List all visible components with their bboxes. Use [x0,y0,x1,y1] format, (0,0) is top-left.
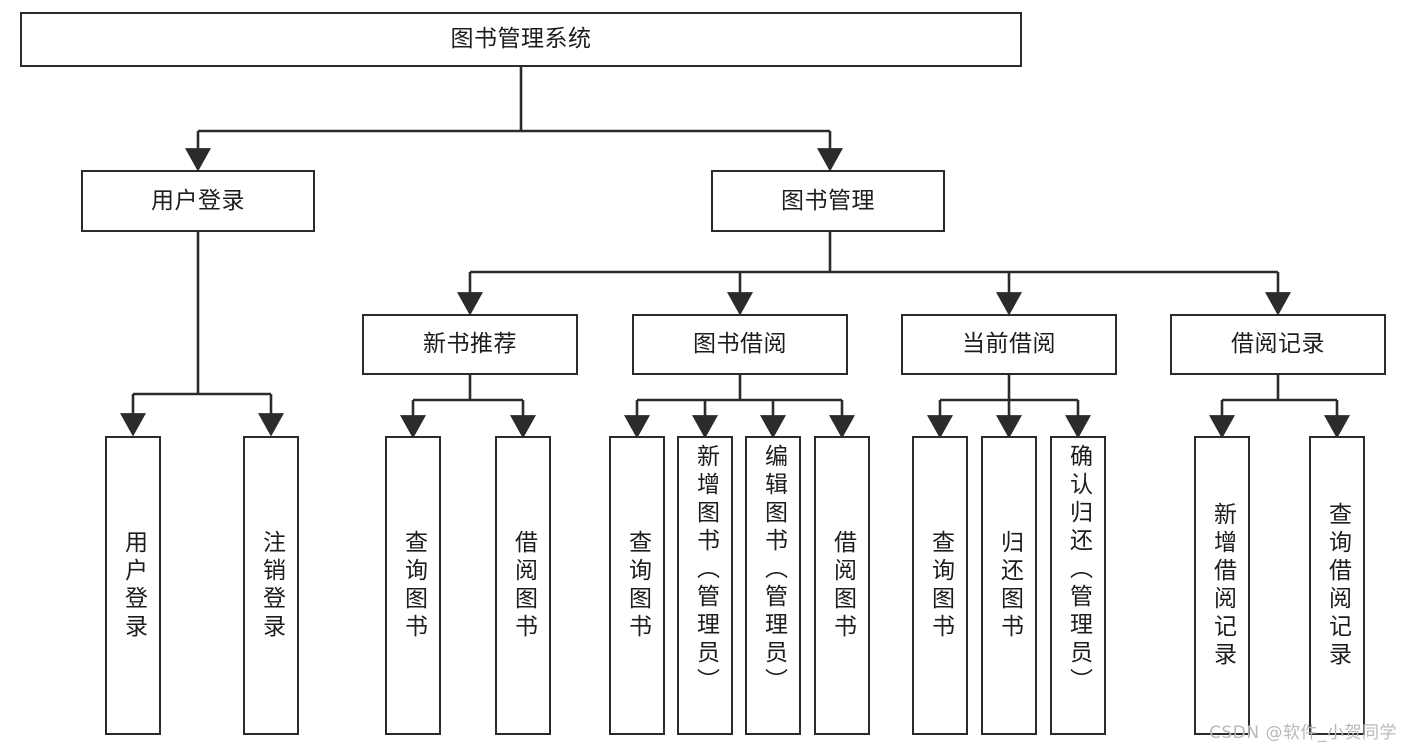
node-leaf-add-record-label: 新增借阅记录 [1209,501,1236,670]
node-leaf-borrow-book-2-label: 借阅图书 [829,529,856,642]
node-user-login[interactable]: 用户登录 [81,170,315,232]
node-leaf-logout-login-label: 注销登录 [258,529,285,642]
node-leaf-add-book-label: 新增图书（管理员） [692,444,719,696]
node-leaf-user-login[interactable]: 用户登录 [105,436,161,735]
node-leaf-query-book-1-label: 查询图书 [400,529,427,642]
node-leaf-return-book-label: 归还图书 [996,529,1023,642]
node-leaf-edit-book-label: 编辑图书（管理员） [760,444,787,696]
node-leaf-add-book[interactable]: 新增图书（管理员） [677,436,733,735]
node-leaf-user-login-label: 用户登录 [120,529,147,642]
node-leaf-query-book-3-label: 查询图书 [927,529,954,642]
node-book-borrow-label: 图书借阅 [693,331,787,358]
node-leaf-query-book-3[interactable]: 查询图书 [912,436,968,735]
node-leaf-logout-login[interactable]: 注销登录 [243,436,299,735]
node-user-login-label: 用户登录 [151,187,245,214]
node-book-borrow[interactable]: 图书借阅 [632,314,848,375]
node-new-book-recommend-label: 新书推荐 [423,331,517,358]
node-borrow-record[interactable]: 借阅记录 [1170,314,1386,375]
node-leaf-borrow-book-1-label: 借阅图书 [510,529,537,642]
node-leaf-confirm-return-label: 确认归还（管理员） [1065,444,1092,696]
watermark-text: CSDN @软件_小贺同学 [1209,723,1397,743]
node-leaf-confirm-return[interactable]: 确认归还（管理员） [1050,436,1106,735]
node-leaf-borrow-book-1[interactable]: 借阅图书 [495,436,551,735]
node-leaf-query-record-label: 查询借阅记录 [1324,501,1351,670]
node-current-borrow-label: 当前借阅 [962,331,1056,358]
node-borrow-record-label: 借阅记录 [1231,331,1325,358]
node-leaf-return-book[interactable]: 归还图书 [981,436,1037,735]
node-leaf-query-book-2[interactable]: 查询图书 [609,436,665,735]
node-leaf-add-record[interactable]: 新增借阅记录 [1194,436,1250,735]
node-leaf-query-book-2-label: 查询图书 [624,529,651,642]
node-root[interactable]: 图书管理系统 [20,12,1022,67]
node-leaf-edit-book[interactable]: 编辑图书（管理员） [745,436,801,735]
node-root-label: 图书管理系统 [450,26,592,53]
node-leaf-query-record[interactable]: 查询借阅记录 [1309,436,1365,735]
node-book-manage-label: 图书管理 [781,187,875,214]
node-book-manage[interactable]: 图书管理 [711,170,945,232]
node-leaf-query-book-1[interactable]: 查询图书 [385,436,441,735]
node-leaf-borrow-book-2[interactable]: 借阅图书 [814,436,870,735]
node-current-borrow[interactable]: 当前借阅 [901,314,1117,375]
node-new-book-recommend[interactable]: 新书推荐 [362,314,578,375]
